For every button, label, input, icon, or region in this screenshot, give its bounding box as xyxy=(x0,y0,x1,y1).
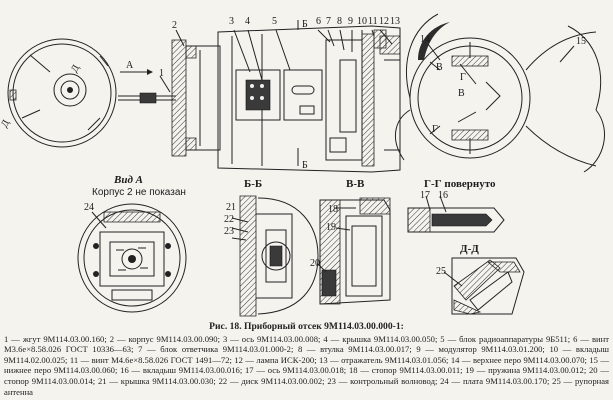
section-bb-drawing xyxy=(231,195,319,317)
callout-14: 14 xyxy=(420,34,430,45)
callout-2: 2 xyxy=(172,20,177,31)
callout-12: 12 xyxy=(379,16,389,27)
section-label-d-top: Д xyxy=(69,63,82,75)
view-arrow-a-label: А xyxy=(126,60,134,71)
callout-16: 16 xyxy=(438,190,448,201)
view-a-drawing xyxy=(77,203,187,313)
callout-8: 8 xyxy=(337,16,342,27)
callout-4: 4 xyxy=(245,16,250,27)
callout-13: 13 xyxy=(390,16,400,27)
callout-24: 24 xyxy=(84,202,94,213)
section-gg-drawing xyxy=(407,195,505,233)
callout-22: 22 xyxy=(224,214,234,225)
figure-caption: Рис. 18. Приборный отсек 9М114.03.00.000… xyxy=(4,321,609,397)
heading-section-gg: Г-Г повернуто xyxy=(424,178,496,190)
main-section-view xyxy=(118,20,401,173)
callout-11: 11 xyxy=(368,16,378,27)
callout-6: 6 xyxy=(316,16,321,27)
heading-section-dd: Д-Д xyxy=(460,243,479,255)
callout-17: 17 xyxy=(420,190,430,201)
heading-section-bb: Б-Б xyxy=(244,178,262,190)
caption-title: Рис. 18. Приборный отсек 9М114.03.00.000… xyxy=(209,321,404,332)
callout-21: 21 xyxy=(226,202,236,213)
section-label-v: В xyxy=(436,62,443,73)
section-dd-drawing xyxy=(443,257,525,315)
section-label-g: Г xyxy=(460,72,466,83)
section-label-b-bottom: Б xyxy=(302,160,308,171)
section-label-g-2: Г xyxy=(432,124,438,135)
callout-19: 19 xyxy=(326,222,336,233)
callout-18: 18 xyxy=(328,204,338,215)
callout-20: 20 xyxy=(310,258,320,269)
callout-15: 15 xyxy=(576,36,586,47)
section-vv-drawing xyxy=(317,197,391,305)
end-view-left xyxy=(7,38,117,148)
heading-section-vv: В-В xyxy=(346,178,365,190)
callout-1: 1 xyxy=(159,68,164,79)
callout-25: 25 xyxy=(436,266,446,277)
caption-body: 1 — жгут 9М114.03.00.160; 2 — корпус 9М1… xyxy=(4,333,609,397)
callout-23: 23 xyxy=(224,226,234,237)
callout-9: 9 xyxy=(348,16,353,27)
section-label-b-top: Б xyxy=(302,19,308,30)
callout-3: 3 xyxy=(229,16,234,27)
end-view-right xyxy=(395,13,605,173)
section-label-v-2: В xyxy=(458,88,465,99)
heading-view-a: Вид А xyxy=(113,174,143,186)
callout-5: 5 xyxy=(272,16,277,27)
section-label-d-bottom: Д xyxy=(0,118,12,130)
heading-view-a-note: Корпус 2 не показан xyxy=(92,187,186,198)
callout-10: 10 xyxy=(357,16,367,27)
callout-7: 7 xyxy=(326,16,331,27)
